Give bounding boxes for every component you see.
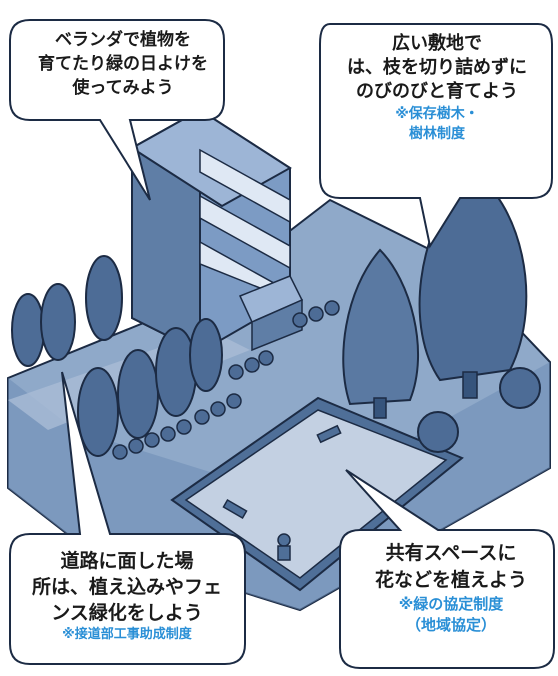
bench-icon <box>316 424 342 444</box>
large-trees <box>342 168 541 453</box>
speech-bubbles <box>9 19 555 669</box>
caption-line: 道路に面した場 <box>60 550 194 572</box>
trees-bubble <box>319 23 553 249</box>
program-note: 樹林制度 <box>409 126 465 142</box>
apartment-building <box>130 108 304 354</box>
caption-line: 共有スペースに <box>385 542 517 564</box>
road-bubble <box>9 371 246 665</box>
shared-plaza <box>170 396 464 592</box>
caption-line: は、枝を切り詰めずに <box>347 57 527 78</box>
program-note: （地域協定） <box>405 616 496 634</box>
veranda-bubble <box>9 19 225 201</box>
road-caption: 道路に面した場 所は、植え込みやフェ ンス緑化をしよう ※接道部工事助成制度 <box>14 548 240 644</box>
caption-line: のびのびと育てよう <box>356 81 518 102</box>
caption-line: 所は、植え込みやフェ <box>31 576 222 598</box>
hedge-shrubs <box>112 300 340 460</box>
caption-line: 花などを植えよう <box>374 569 527 591</box>
shared-caption: 共有スペースに 花などを植えよう ※緑の協定制度 （地域協定） <box>350 540 552 636</box>
caption-line: 育てたり緑の日よけを <box>38 54 208 74</box>
shared-bubble <box>339 469 555 669</box>
caption-line: 使ってみよう <box>72 78 174 98</box>
veranda-caption: ベランダで植物を 育てたり緑の日よけを 使ってみよう <box>28 28 218 100</box>
program-note: ※保存樹木・ <box>395 106 479 122</box>
bench-icon <box>222 499 248 519</box>
trees-caption: 広い敷地で は、枝を切り詰めずに のびのびと育てよう ※保存樹木・ 樹林制度 <box>326 32 548 144</box>
program-note: ※緑の協定制度 <box>398 595 504 613</box>
caption-line: 広い敷地で <box>392 33 482 54</box>
program-note: ※接道部工事助成制度 <box>62 627 192 642</box>
roadside-trees <box>11 255 223 457</box>
caption-line: ンス緑化をしよう <box>51 602 203 624</box>
caption-line: ベランダで植物を <box>55 30 191 50</box>
person-icon <box>277 533 291 547</box>
